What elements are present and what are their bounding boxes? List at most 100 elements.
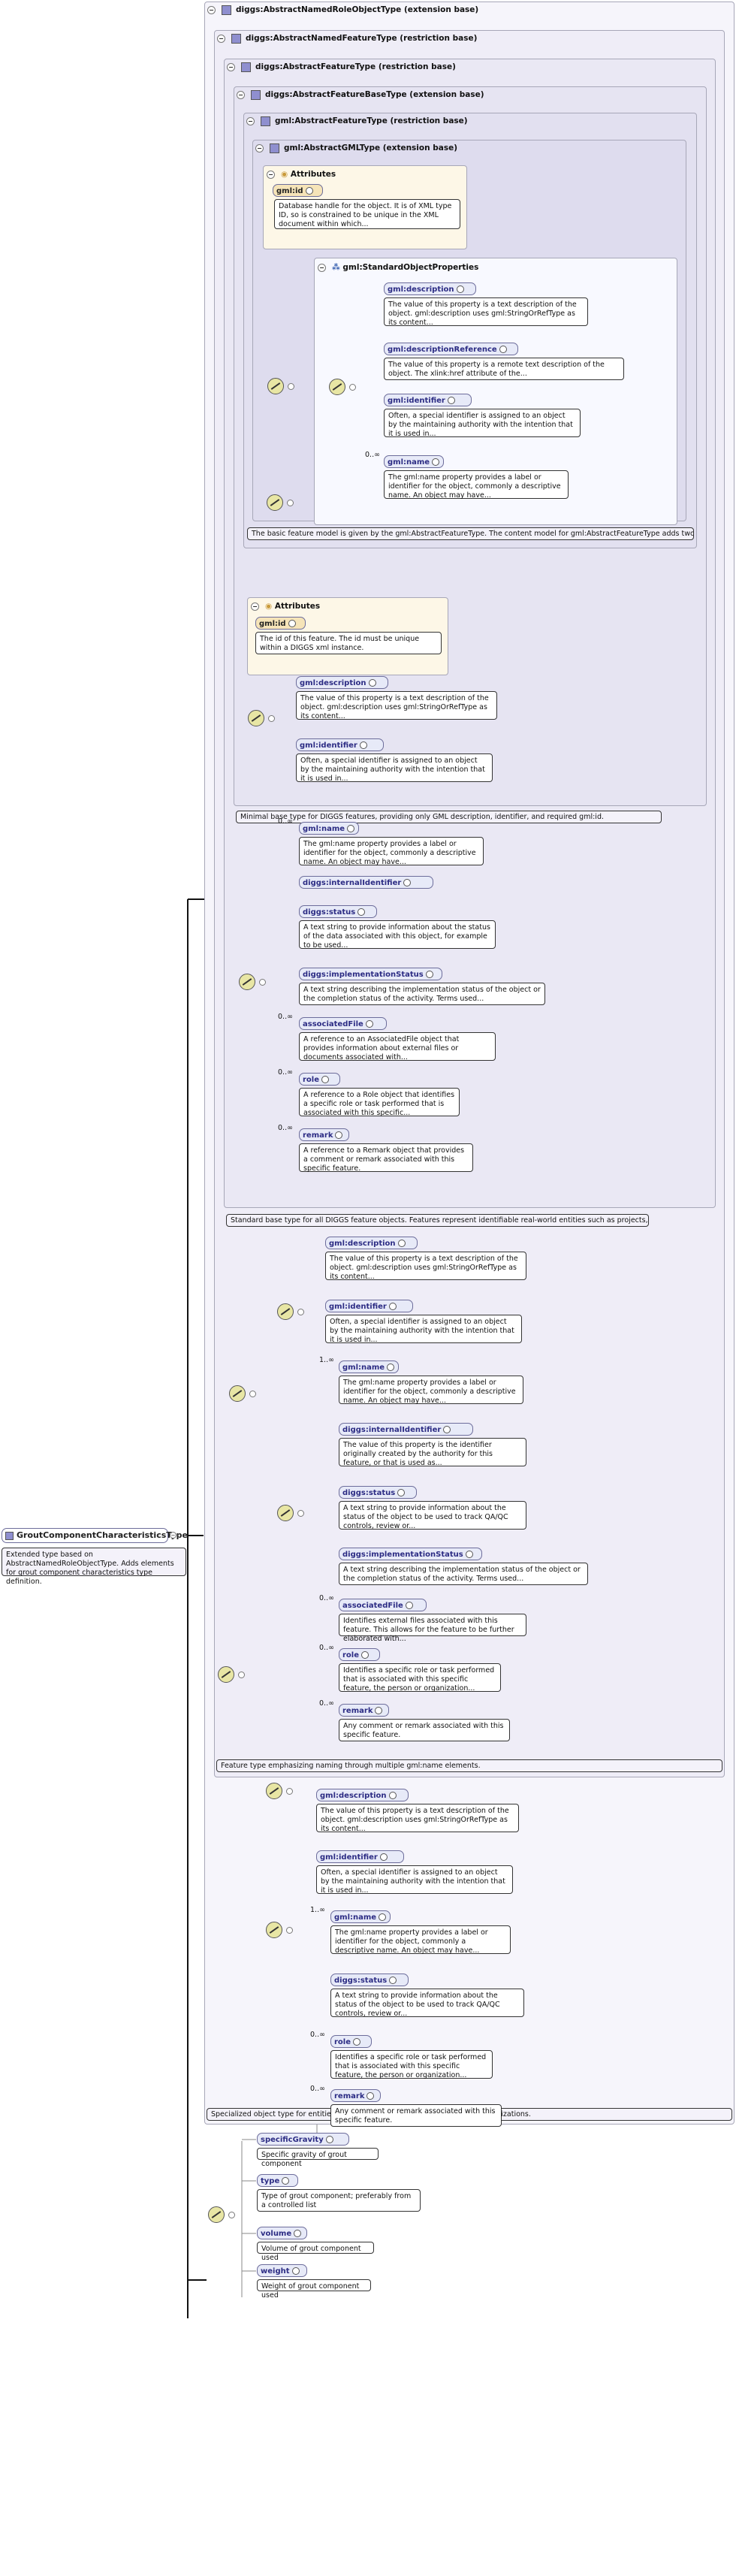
compositor-toggle[interactable] bbox=[286, 1927, 293, 1934]
element-diggs-internalidentifier[interactable]: diggs:internalIdentifier bbox=[299, 876, 433, 889]
expand-marker[interactable] bbox=[282, 2177, 290, 2185]
expand-marker[interactable] bbox=[389, 1977, 397, 1984]
element-associatedfile[interactable]: associatedFile bbox=[299, 1017, 387, 1030]
expand-marker[interactable] bbox=[291, 2267, 300, 2275]
expand-marker[interactable] bbox=[397, 1489, 406, 1496]
collapse-toggle[interactable]: − bbox=[227, 62, 235, 71]
expand-marker[interactable] bbox=[365, 1020, 373, 1028]
sequence-compositor-icon[interactable] bbox=[229, 1385, 246, 1402]
element-gml-id[interactable]: gml:id bbox=[255, 617, 306, 630]
collapse-toggle[interactable]: − bbox=[217, 34, 225, 43]
element-weight[interactable]: weight bbox=[257, 2264, 308, 2277]
expand-marker[interactable] bbox=[465, 1551, 473, 1558]
expand-marker[interactable] bbox=[335, 1131, 343, 1139]
element-gml-name[interactable]: gml:name bbox=[330, 1910, 391, 1923]
element-remark[interactable]: remark bbox=[339, 1704, 390, 1717]
element-gml-name[interactable]: gml:name bbox=[384, 455, 444, 468]
expand-marker[interactable] bbox=[366, 2092, 375, 2100]
sequence-compositor-icon[interactable] bbox=[266, 1922, 282, 1938]
compositor-toggle[interactable] bbox=[349, 384, 356, 391]
element-diggs-implementationstatus[interactable]: diggs:implementationStatus bbox=[339, 1548, 483, 1560]
element-diggs-implementationstatus[interactable]: diggs:implementationStatus bbox=[299, 968, 443, 980]
element-gml-identifier[interactable]: gml:identifier bbox=[325, 1300, 413, 1312]
expand-marker[interactable] bbox=[447, 397, 455, 404]
expand-marker[interactable] bbox=[379, 1853, 388, 1861]
collapse-toggle[interactable]: − bbox=[267, 170, 275, 179]
root-element[interactable]: GroutComponentCharacteristicsType bbox=[2, 1528, 188, 1543]
expand-marker[interactable] bbox=[425, 971, 433, 978]
expand-marker[interactable] bbox=[387, 1363, 395, 1371]
element-associatedfile[interactable]: associatedFile bbox=[339, 1599, 427, 1611]
element-gml-identifier[interactable]: gml:identifier bbox=[316, 1850, 404, 1863]
compositor-toggle[interactable] bbox=[297, 1510, 304, 1517]
element-gml-identifier[interactable]: gml:identifier bbox=[384, 394, 472, 406]
expand-marker[interactable] bbox=[347, 825, 355, 832]
element-diggs-status[interactable]: diggs:status bbox=[339, 1486, 418, 1499]
element-diggs-internalidentifier[interactable]: diggs:internalIdentifier bbox=[339, 1423, 473, 1436]
expand-marker[interactable] bbox=[305, 187, 313, 195]
expand-marker[interactable] bbox=[294, 2230, 302, 2237]
expand-marker[interactable] bbox=[388, 1792, 397, 1799]
expand-marker[interactable] bbox=[321, 1076, 330, 1083]
element-gml-name[interactable]: gml:name bbox=[339, 1360, 399, 1373]
expand-marker[interactable] bbox=[403, 879, 412, 886]
element-gml-name[interactable]: gml:name bbox=[299, 822, 359, 835]
expand-marker[interactable] bbox=[288, 620, 296, 627]
element-role[interactable]: role bbox=[299, 1073, 340, 1086]
expand-marker[interactable] bbox=[432, 458, 440, 466]
element-gml-description[interactable]: gml:description bbox=[384, 282, 476, 295]
element-role[interactable]: role bbox=[330, 2035, 372, 2048]
sequence-compositor-icon[interactable] bbox=[239, 974, 255, 990]
compositor-toggle[interactable] bbox=[288, 383, 294, 390]
expand-marker[interactable] bbox=[353, 2038, 361, 2046]
element-diggs-status[interactable]: diggs:status bbox=[299, 905, 378, 918]
sequence-compositor-icon[interactable] bbox=[277, 1505, 294, 1521]
sequence-compositor-icon[interactable] bbox=[267, 378, 284, 394]
expand-marker[interactable] bbox=[397, 1240, 406, 1247]
expand-marker[interactable] bbox=[388, 1303, 397, 1310]
expand-marker[interactable] bbox=[359, 741, 367, 749]
sequence-compositor-icon[interactable] bbox=[218, 1666, 234, 1683]
compositor-toggle[interactable] bbox=[286, 1788, 293, 1795]
expand-marker[interactable] bbox=[368, 679, 376, 687]
element-type[interactable]: type bbox=[257, 2174, 298, 2187]
element-gml-description[interactable]: gml:description bbox=[316, 1789, 409, 1801]
expand-marker[interactable] bbox=[357, 908, 366, 916]
expand-marker[interactable] bbox=[375, 1707, 383, 1714]
sequence-compositor-icon[interactable] bbox=[267, 494, 283, 511]
element-remark[interactable]: remark bbox=[330, 2089, 382, 2102]
element-volume[interactable]: volume bbox=[257, 2227, 308, 2239]
expand-marker[interactable] bbox=[443, 1426, 451, 1433]
expand-marker[interactable] bbox=[456, 285, 464, 293]
expand-marker[interactable] bbox=[361, 1651, 370, 1659]
element-gml-description[interactable]: gml:description bbox=[296, 676, 388, 689]
collapse-toggle[interactable]: − bbox=[251, 602, 259, 611]
element-specificgravity[interactable]: specificGravity bbox=[257, 2133, 349, 2146]
collapse-toggle[interactable]: − bbox=[246, 116, 255, 125]
element-gml-identifier[interactable]: gml:identifier bbox=[296, 738, 384, 751]
compositor-toggle[interactable] bbox=[238, 1672, 245, 1678]
element-diggs-status[interactable]: diggs:status bbox=[330, 1974, 409, 1986]
compositor-toggle[interactable] bbox=[249, 1391, 256, 1397]
element-remark[interactable]: remark bbox=[299, 1128, 350, 1141]
expand-marker[interactable] bbox=[499, 346, 507, 353]
element-gml-description[interactable]: gml:description bbox=[325, 1237, 418, 1249]
element-gml-id[interactable]: gml:id bbox=[273, 184, 324, 197]
collapse-toggle[interactable]: − bbox=[318, 263, 326, 272]
sequence-compositor-icon[interactable] bbox=[266, 1783, 282, 1799]
sequence-compositor-icon[interactable] bbox=[248, 710, 264, 726]
expand-marker[interactable] bbox=[405, 1602, 413, 1609]
expand-marker[interactable] bbox=[325, 2136, 333, 2143]
compositor-toggle[interactable] bbox=[259, 979, 266, 986]
collapse-toggle[interactable]: − bbox=[237, 90, 245, 99]
expand-handle[interactable]: − bbox=[170, 1532, 176, 1539]
element-role[interactable]: role bbox=[339, 1648, 380, 1661]
sequence-compositor-icon[interactable] bbox=[208, 2206, 225, 2223]
compositor-toggle[interactable] bbox=[287, 500, 294, 506]
compositor-toggle[interactable] bbox=[228, 2212, 235, 2218]
element-gml-descriptionreference[interactable]: gml:descriptionReference bbox=[384, 343, 518, 355]
sequence-compositor-icon[interactable] bbox=[277, 1303, 294, 1320]
collapse-toggle[interactable]: − bbox=[255, 143, 264, 153]
compositor-toggle[interactable] bbox=[297, 1309, 304, 1315]
compositor-toggle[interactable] bbox=[268, 715, 275, 722]
